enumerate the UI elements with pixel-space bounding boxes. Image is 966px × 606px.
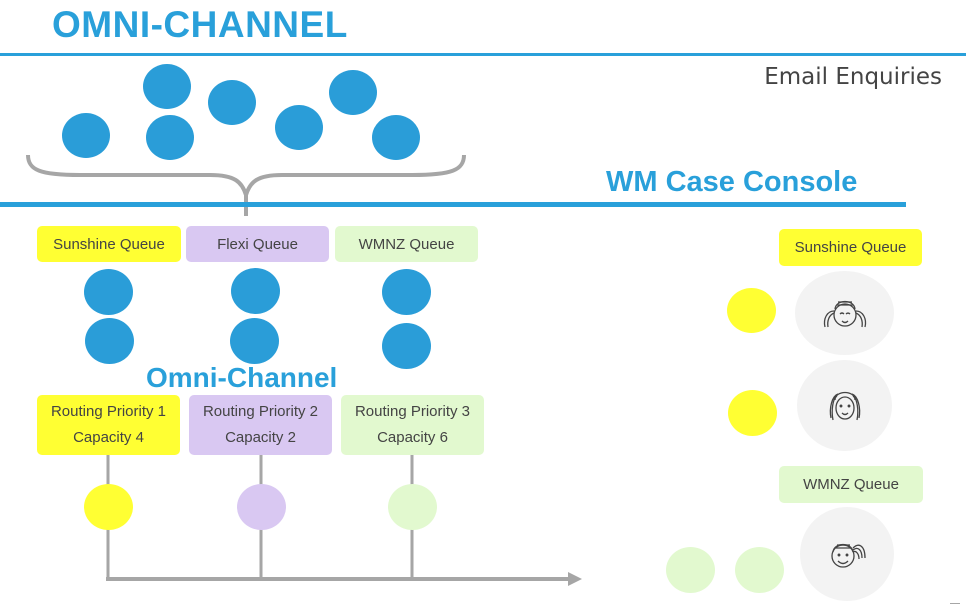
routing-config-2: Routing Priority 2 Capacity 2 xyxy=(189,395,332,455)
routing-flow-lines xyxy=(106,455,582,586)
agent-avatar xyxy=(797,360,892,451)
email-item xyxy=(143,64,191,109)
routing-capacity: Capacity 6 xyxy=(377,429,448,446)
agent-avatar xyxy=(800,507,894,601)
page-title: OMNI-CHANNEL xyxy=(52,4,348,45)
routing-config-1: Routing Priority 1 Capacity 4 xyxy=(37,395,180,455)
slide-marker xyxy=(950,603,960,604)
email-item xyxy=(275,105,323,150)
email-item xyxy=(146,115,194,160)
girl-pigtails-avatar-icon xyxy=(823,300,866,328)
assigned-item xyxy=(666,547,715,593)
queue-label-flexi: Flexi Queue xyxy=(186,226,329,262)
grouping-brace xyxy=(26,154,466,216)
omni-channel-label: Omni-Channel xyxy=(146,362,338,393)
email-item xyxy=(62,113,110,158)
queue-item-sunshine xyxy=(84,269,133,315)
routing-priority: Routing Priority 1 xyxy=(50,403,167,420)
assigned-item xyxy=(728,390,777,436)
routing-capacity: Capacity 2 xyxy=(225,429,296,446)
agent-avatar xyxy=(795,271,894,355)
queue-item-wmnz xyxy=(382,269,431,315)
queue-label-wmnz: WMNZ Queue xyxy=(335,226,478,262)
queue-label-sunshine: Sunshine Queue xyxy=(37,226,181,262)
routed-item-sunshine xyxy=(84,484,133,530)
routing-capacity: Capacity 4 xyxy=(73,429,144,446)
girl-ponytail-avatar-icon xyxy=(831,543,866,568)
queue-item-flexi xyxy=(230,318,279,364)
email-item xyxy=(208,80,256,125)
assigned-item xyxy=(727,288,776,333)
routing-priority: Routing Priority 2 xyxy=(202,403,319,420)
routed-item-flexi xyxy=(237,484,286,530)
console-divider xyxy=(0,202,906,207)
girl-long-hair-avatar-icon xyxy=(829,391,860,420)
routing-priority: Routing Priority 3 xyxy=(354,403,471,420)
console-queue-label-wmnz: WMNZ Queue xyxy=(779,466,923,503)
assigned-item xyxy=(735,547,784,593)
routed-item-wmnz xyxy=(388,484,437,530)
routing-config-3: Routing Priority 3 Capacity 6 xyxy=(341,395,484,455)
email-item xyxy=(329,70,377,115)
arrow-right-icon xyxy=(568,572,582,586)
header-divider xyxy=(0,53,966,56)
queue-item-wmnz xyxy=(382,323,431,369)
console-queue-label-sunshine: Sunshine Queue xyxy=(779,229,922,266)
queue-item-sunshine xyxy=(85,318,134,364)
email-enquiries-label: Email Enquiries xyxy=(764,64,942,90)
email-item xyxy=(372,115,420,160)
wm-case-console-title: WM Case Console xyxy=(606,166,858,198)
queue-item-flexi xyxy=(231,268,280,314)
